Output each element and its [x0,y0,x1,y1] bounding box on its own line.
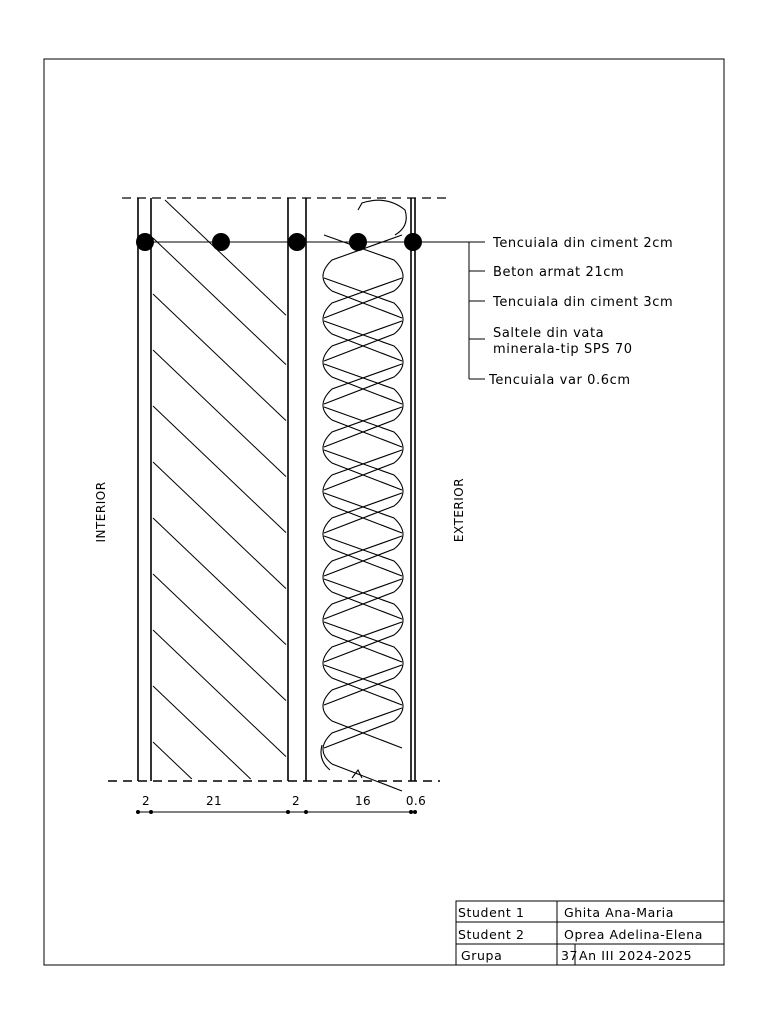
leader-lines [468,242,485,380]
dim-concrete: 21 [206,794,222,808]
dim-insulation: 16 [355,794,371,808]
layer-label-cement-plaster-3: Tencuiala din ciment 3cm [492,295,673,310]
layer-label-mineral-wool-line2: minerala-tip SPS 70 [493,342,633,357]
exterior-label: EXTERIOR [452,478,466,542]
layer-label-mineral-wool-line1: Saltele din vata [493,326,604,341]
insulation-loop-right [323,664,404,749]
title-row1-label: Student 1 [458,905,525,920]
title-row3-group: 37 [561,948,578,963]
layer-label-reinforced-concrete: Beton armat 21cm [493,265,624,280]
sheet-border [43,58,725,966]
hatch-line [152,405,287,534]
insulation-loop-left [322,492,403,577]
mineral-wool-insulation [320,199,407,792]
insulation-loop-left [322,707,403,792]
hatch-line [152,461,287,590]
hatch-line [152,349,287,478]
insulation-loop-right [323,578,404,663]
title-row3-year: An III 2024-2025 [579,948,692,963]
dim-cement-plaster-2: 2 [142,794,150,808]
title-block: Student 1 Ghita Ana-Maria Student 2 Opre… [455,900,725,966]
insulation-loop-right [323,234,404,319]
insulation-loop-left [322,363,403,448]
layer-label-lime-plaster: Tencuiala var 0.6cm [488,373,631,388]
wall-section: Tencuiala din ciment 2cm Beton armat 21c… [94,197,673,814]
title-row1-value: Ghita Ana-Maria [564,905,674,920]
insulation-loop-left [322,277,403,362]
insulation-loop-left [322,406,403,491]
title-row3-label: Grupa [461,948,502,963]
dim-lime-plaster: 0.6 [406,794,426,808]
insulation-loop-right [323,363,404,448]
insulation-loop-right [323,406,404,491]
insulation-loop-left [322,234,403,319]
insulation-loop-left [322,664,403,749]
hatch-line [152,293,287,422]
hatch-line [164,199,287,316]
insulation-loop-right [323,621,404,706]
insulation-loop-left [322,621,403,706]
insulation-loop-right [323,320,404,405]
title-row2-value: Oprea Adelina-Elena [564,927,703,942]
insulation-loop-right [323,449,404,534]
hatch-line [152,629,287,758]
hatch-line [152,741,193,780]
layer-markers [136,233,422,251]
dim-cement-plaster-3: 2 [292,794,300,808]
insulation-loop-left [322,449,403,534]
hatch-line [152,517,287,646]
insulation-loop-right [323,277,404,362]
interior-label: INTERIOR [94,481,108,542]
hatch-line [152,573,287,702]
insulation-loop-left [322,535,403,620]
concrete-hatch [152,199,287,780]
layer-boundaries [137,198,416,781]
hatch-line [152,237,287,366]
insulation-loop-left [322,578,403,663]
insulation-loop-right [323,492,404,577]
insulation-loop-left [322,320,403,405]
insulation-loop-right [323,535,404,620]
hatch-line [152,685,251,780]
dimension-line: 2 21 2 16 0.6 [136,794,426,814]
layer-label-cement-plaster-2: Tencuiala din ciment 2cm [492,236,673,251]
title-row2-label: Student 2 [458,927,525,942]
